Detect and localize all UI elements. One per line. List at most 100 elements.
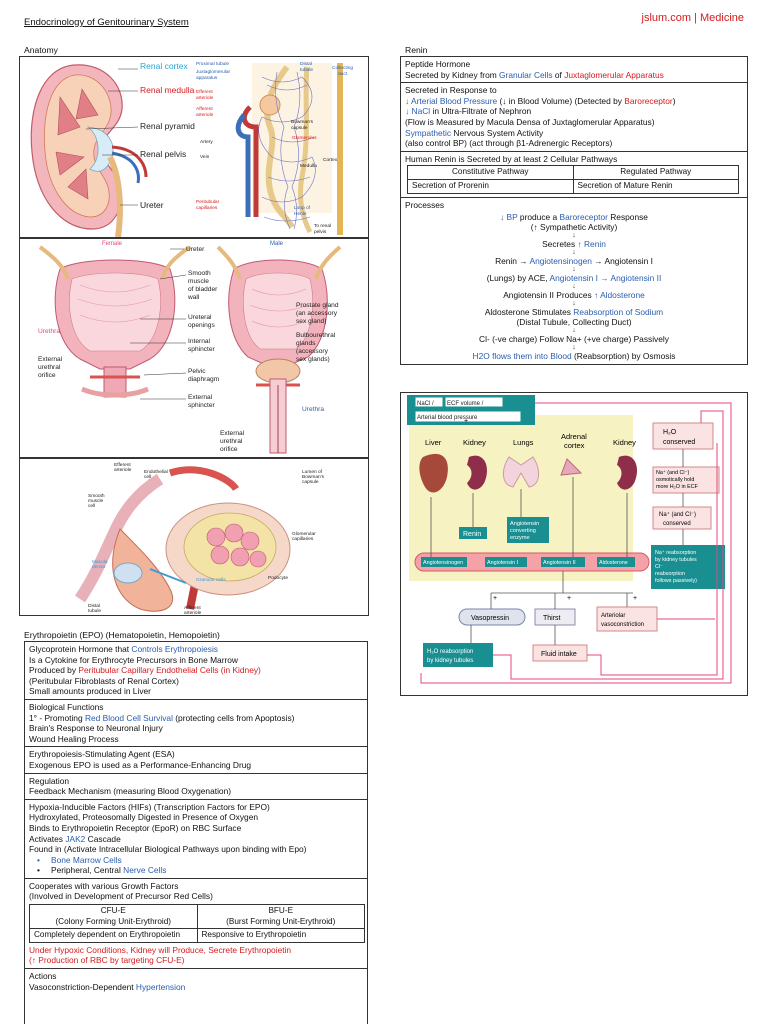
svg-text:capsule: capsule bbox=[302, 479, 319, 485]
epo-label: Erythropoietin (EPO) (Hematopoietin, Hem… bbox=[24, 630, 220, 640]
raas-ace-2: converting bbox=[510, 528, 536, 534]
raas-reab-2: by kidney tubules bbox=[655, 557, 697, 563]
renin-response-l5: (also control BP) (act through β1-Adrene… bbox=[405, 138, 613, 149]
svg-text:Pelvic: Pelvic bbox=[188, 368, 206, 375]
svg-text:Podocyte: Podocyte bbox=[268, 575, 288, 581]
epo-bio-l2: Brain's Response to Neuronal Injury bbox=[29, 723, 163, 734]
svg-text:Distal: Distal bbox=[300, 61, 312, 67]
epo-bio-title: Biological Functions bbox=[29, 701, 104, 712]
epo-intro-l4: (Peritubular Fibroblasts of Renal Cortex… bbox=[29, 675, 179, 686]
raas-top-ecf: ECF volume / bbox=[447, 401, 484, 407]
raas-plus-3: + bbox=[567, 595, 571, 602]
epo-actions-title: Actions bbox=[29, 971, 57, 982]
svg-text:capillaries: capillaries bbox=[196, 205, 218, 211]
svg-text:of bladder: of bladder bbox=[188, 286, 218, 293]
svg-text:muscle: muscle bbox=[188, 278, 209, 285]
raas-ace-3: enzyme bbox=[510, 535, 530, 541]
svg-text:Loop of: Loop of bbox=[294, 205, 311, 211]
svg-text:sex glands): sex glands) bbox=[296, 356, 330, 363]
epo-intro-l1-highlight: Controls Erythropoiesis bbox=[131, 644, 218, 654]
site-brand-link[interactable]: jslum.com | Medicine bbox=[641, 12, 745, 24]
jga-illustration bbox=[74, 466, 291, 612]
raas-vasopressin: Vasopressin bbox=[471, 615, 509, 622]
kidney-cross-section-illustration bbox=[30, 64, 148, 237]
raas-h2o-conserved-1: H₂O bbox=[663, 429, 677, 436]
epo-intro-l3-highlight: Peritubular Capillary Endothelial Cells … bbox=[78, 665, 261, 676]
adrenal-icon bbox=[560, 458, 583, 476]
regulated-header: Regulated Pathway bbox=[572, 165, 739, 180]
epo-hif-l3: Binds to Erythropoietin Receptor (EpoR) … bbox=[29, 822, 242, 833]
svg-text:apparatus: apparatus bbox=[196, 75, 218, 81]
epo-hif-l4: Activates bbox=[29, 833, 66, 844]
epo-reg-l1: Feedback Mechanism (measuring Blood Oxyg… bbox=[29, 786, 232, 797]
kidney-label-medulla: Renal medulla bbox=[140, 85, 195, 95]
epo-coop-l2: (Involved in Development of Precursor Re… bbox=[29, 891, 213, 902]
bfu-e-header: BFU-E(Burst Forming Unit-Erythroid) bbox=[196, 904, 365, 930]
raas-h2o-conserved-2: conserved bbox=[663, 439, 695, 446]
svg-text:cell: cell bbox=[144, 474, 151, 480]
constitutive-cell: Secretion of Prorenin bbox=[407, 178, 574, 194]
svg-text:Lumen of: Lumen of bbox=[302, 469, 323, 475]
raas-ace-1: Angiotensin bbox=[510, 521, 539, 527]
svg-text:sex gland): sex gland) bbox=[296, 318, 326, 325]
epo-intro-l2: Is a Cytokine for Erythrocyte Precursors… bbox=[29, 654, 238, 665]
renin-label: Renin bbox=[405, 45, 428, 55]
renin-pathways-table: Constitutive Pathway Regulated Pathway S… bbox=[407, 165, 739, 194]
svg-text:Artery: Artery bbox=[200, 139, 213, 145]
down-arrow-icon: ↓ bbox=[572, 344, 576, 352]
lungs-icon bbox=[503, 456, 539, 488]
raas-nacl-hold-3: more H₂O in ECF bbox=[656, 484, 699, 490]
svg-text:Bowman's: Bowman's bbox=[302, 474, 325, 480]
down-arrow-icon: ↓ bbox=[572, 249, 576, 257]
epo-box: Glycoprotein Hormone that Controls Eryth… bbox=[24, 641, 368, 1024]
svg-text:tubule: tubule bbox=[88, 608, 101, 614]
epo-actions-l1: Vasoconstriction-Dependent bbox=[29, 981, 136, 992]
epo-hif-bullets: Bone Marrow Cells Peripheral, Central Ne… bbox=[37, 855, 363, 876]
svg-text:pelvis: pelvis bbox=[314, 229, 327, 235]
svg-text:diaphragm: diaphragm bbox=[188, 376, 220, 383]
raas-label-adrenal-cortex: cortex bbox=[564, 441, 585, 450]
svg-text:Vein: Vein bbox=[200, 154, 210, 160]
down-arrow-icon: ↓ bbox=[572, 300, 576, 308]
raas-plus-4: + bbox=[633, 595, 637, 602]
epo-reg-title: Regulation bbox=[29, 775, 70, 786]
svg-text:Proximal tubule: Proximal tubule bbox=[196, 61, 229, 67]
epo-bio: Biological Functions 1° - Promoting Red … bbox=[25, 698, 367, 746]
svg-text:wall: wall bbox=[187, 294, 200, 301]
svg-text:External: External bbox=[220, 430, 245, 437]
epo-esa-l1: Erythropoiesis-Stimulating Agent (ESA) bbox=[29, 749, 175, 760]
kidney-2-icon bbox=[617, 455, 638, 490]
epo-esa: Erythropoiesis-Stimulating Agent (ESA) E… bbox=[25, 746, 367, 772]
raas-top-abp: Arterial blood pressure bbox=[417, 415, 478, 421]
kidney-nephron-figure: Renal cortex Renal medulla Renal pyramid… bbox=[19, 56, 369, 238]
constitutive-header: Constitutive Pathway bbox=[407, 165, 574, 180]
renin-hormone: Peptide Hormone Secreted by Kidney from … bbox=[401, 57, 747, 82]
raas-thirst: Thirst bbox=[543, 615, 561, 622]
nephron-illustration bbox=[235, 63, 343, 235]
bladder-label-male: Male bbox=[270, 241, 284, 247]
raas-angiotensinogen: Angiotensinogen bbox=[423, 560, 463, 566]
epo-bio-l1-highlight: Red Blood Cell Survival bbox=[84, 712, 173, 723]
epo-intro: Glycoprotein Hormone that Controls Eryth… bbox=[25, 642, 367, 699]
process-step-9: Cl- (-ve charge) Follow Na+ (+ve charge)… bbox=[479, 334, 669, 345]
raas-renin-box: Renin bbox=[463, 531, 481, 538]
renin-response-title: Secreted in Response to bbox=[405, 85, 497, 96]
svg-text:Granular cells: Granular cells bbox=[196, 577, 226, 583]
epo-hif-l2: Hydroxylated, Proteosomally Digested in … bbox=[29, 812, 259, 823]
epo-hif-l5: Found in (Activate Intracellular Biologi… bbox=[29, 844, 307, 855]
svg-text:Glomerulus: Glomerulus bbox=[292, 135, 317, 141]
renin-box: Peptide Hormone Secreted by Kidney from … bbox=[400, 56, 748, 366]
svg-text:capillaries: capillaries bbox=[292, 536, 314, 542]
svg-text:cell: cell bbox=[88, 503, 95, 509]
epo-hif-l1: Hypoxia-Inducible Factors (HIFs) (Transc… bbox=[29, 801, 270, 812]
bladder-label-urethra-female: Urethra bbox=[38, 328, 60, 335]
svg-text:Collecting: Collecting bbox=[332, 65, 353, 71]
svg-text:External: External bbox=[188, 394, 213, 401]
raas-arteriolar-2: vasoconstriction bbox=[601, 622, 644, 628]
svg-text:Cortex: Cortex bbox=[323, 157, 338, 163]
svg-text:(accessory: (accessory bbox=[296, 348, 329, 355]
raas-diagram: NaCl / ECF volume / Arterial blood press… bbox=[400, 392, 748, 696]
liver-icon bbox=[419, 453, 448, 493]
kidney-label-cortex: Renal cortex bbox=[140, 61, 188, 71]
